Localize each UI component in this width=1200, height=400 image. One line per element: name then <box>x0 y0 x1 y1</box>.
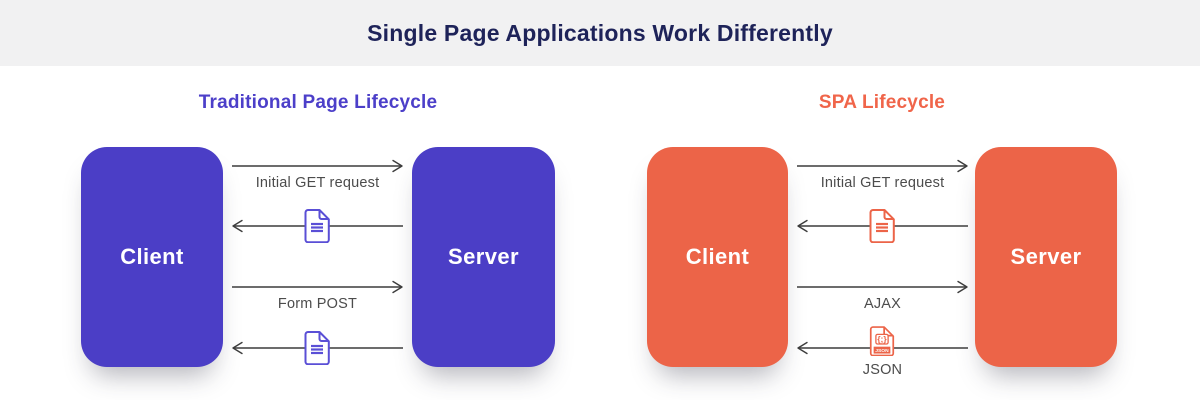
arrow-right-icon <box>232 159 403 173</box>
client-label: Client <box>685 244 750 269</box>
server-label: Server <box>1010 244 1082 269</box>
flow-label: Initial GET request <box>820 175 945 191</box>
json-file-icon: {;} JSON <box>869 326 895 361</box>
panel-spa-title: SPA Lifecycle <box>818 92 946 113</box>
spa-server-node: Server <box>975 147 1117 367</box>
document-icon <box>304 209 330 248</box>
svg-text:JSON: JSON <box>875 348 889 354</box>
svg-text:{;}: {;} <box>877 334 887 344</box>
traditional-server-node: Server <box>412 147 555 367</box>
header-bar: Single Page Applications Work Differentl… <box>0 0 1200 66</box>
client-label: Client <box>120 244 184 269</box>
arrow-right-icon <box>797 280 968 294</box>
document-icon <box>304 331 330 370</box>
traditional-client-node: Client <box>81 147 223 367</box>
panel-traditional-title: Traditional Page Lifecycle <box>198 92 438 113</box>
server-label: Server <box>448 244 519 269</box>
arrow-right-icon <box>797 159 968 173</box>
panel-traditional: Traditional Page Lifecycle Client Server… <box>81 92 555 392</box>
panel-spa: SPA Lifecycle Client Server Initial GET … <box>647 92 1117 392</box>
flow-label: Initial GET request <box>255 175 380 191</box>
page-title: Single Page Applications Work Differentl… <box>367 19 833 46</box>
flow-label: AJAX <box>863 296 902 312</box>
flow-label: Form POST <box>277 296 358 312</box>
flow-label: JSON <box>862 362 903 378</box>
arrow-right-icon <box>232 280 403 294</box>
document-icon <box>869 209 895 248</box>
spa-client-node: Client <box>647 147 788 367</box>
